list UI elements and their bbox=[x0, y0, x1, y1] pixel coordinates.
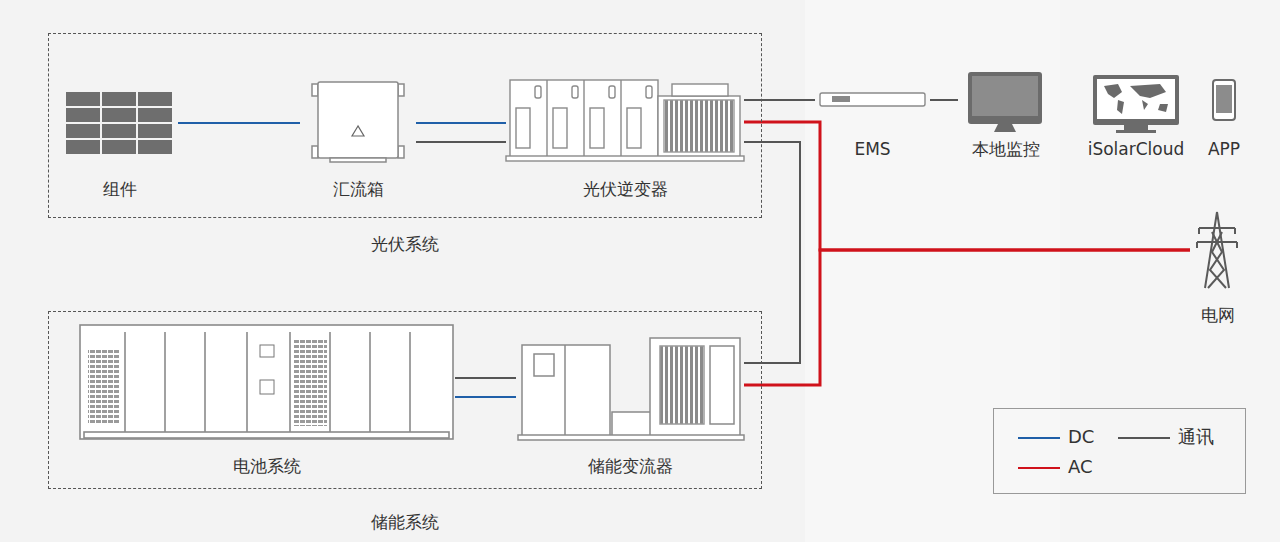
node-label: APP bbox=[1196, 138, 1252, 160]
legend-box: DC 通讯 AC bbox=[993, 408, 1246, 494]
node-label: 汇流箱 bbox=[300, 178, 416, 200]
ems-unit: EMS bbox=[815, 88, 930, 160]
legend-label: AC bbox=[1068, 456, 1093, 478]
node-label: EMS bbox=[815, 138, 930, 160]
node-label: 组件 bbox=[62, 178, 178, 200]
pv-inverter: 光伏逆变器 bbox=[506, 78, 744, 200]
legend-label: DC bbox=[1068, 426, 1094, 448]
connector bbox=[930, 99, 958, 101]
cloud-platform: iSolarCloud bbox=[1080, 66, 1192, 160]
node-label: 电池系统 bbox=[78, 455, 455, 477]
connector bbox=[744, 250, 1190, 385]
connector bbox=[455, 377, 516, 379]
legend-swatch bbox=[1118, 437, 1170, 439]
connector bbox=[744, 99, 815, 101]
connector bbox=[416, 122, 506, 124]
node-label: 本地监控 bbox=[958, 138, 1053, 160]
connector bbox=[178, 122, 300, 124]
battery-system: 电池系统 bbox=[78, 322, 455, 477]
combiner-box: 汇流箱 bbox=[300, 80, 416, 200]
node-label: 光伏逆变器 bbox=[506, 178, 744, 200]
pv-module: 组件 bbox=[62, 88, 178, 200]
node-label: 光伏系统 bbox=[48, 233, 762, 255]
region-frame: 光伏系统 组件 汇流箱 光伏逆变器 bbox=[48, 33, 762, 255]
legend-swatch bbox=[1018, 467, 1060, 469]
energy-storage-converter: 储能变流器 bbox=[516, 330, 744, 477]
node-label: 电网 bbox=[1190, 304, 1246, 326]
node-label: 储能变流器 bbox=[516, 455, 744, 477]
power-grid: 电网 bbox=[1190, 206, 1246, 326]
mobile-app: APP bbox=[1196, 66, 1252, 160]
region-frame: 储能系统 电池系统 储能变流器 bbox=[48, 311, 762, 533]
legend-swatch bbox=[1018, 437, 1060, 439]
node-label: iSolarCloud bbox=[1080, 138, 1192, 160]
legend-label: 通讯 bbox=[1178, 426, 1214, 448]
node-label: 储能系统 bbox=[48, 511, 762, 533]
connector bbox=[744, 142, 800, 363]
connector bbox=[455, 396, 516, 398]
monitor-station: 本地监控 bbox=[958, 66, 1053, 160]
connector bbox=[416, 141, 506, 143]
